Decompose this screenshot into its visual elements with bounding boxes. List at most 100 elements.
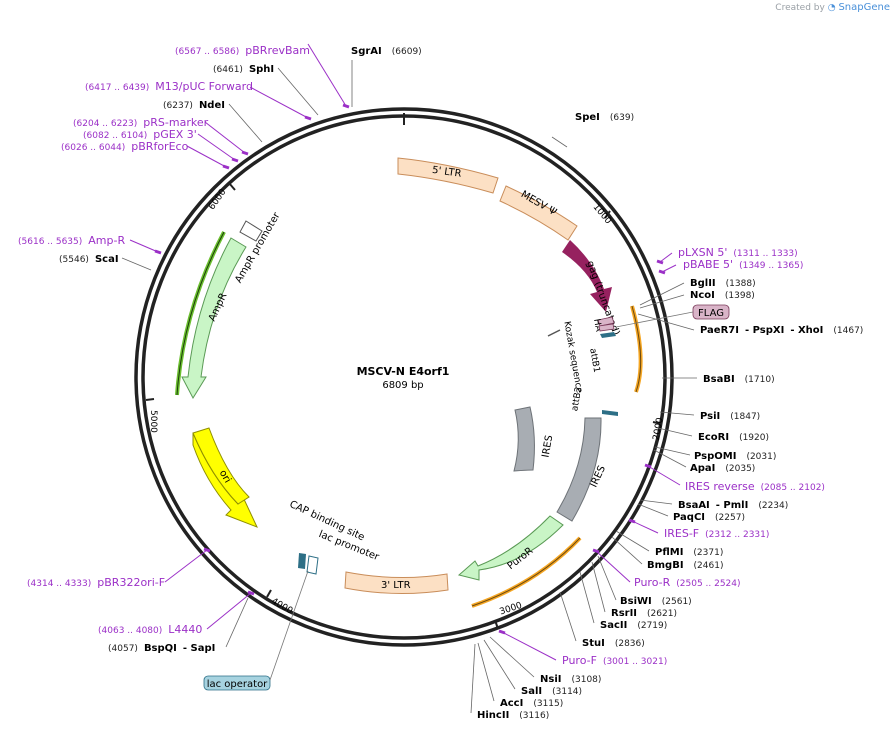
- enzyme-leader: [591, 561, 606, 613]
- feature-flag[interactable]: [598, 323, 615, 332]
- enzyme-leader: [470, 643, 476, 714]
- enzyme-leader: [654, 446, 691, 456]
- site-label[interactable]: IRES-F(2312 .. 2331): [664, 527, 769, 540]
- enzyme-name: BmgBI: [647, 560, 684, 571]
- lac-operator-box-label: lac operator: [207, 679, 268, 690]
- primer-leader: [249, 86, 309, 119]
- enzyme-leader: [615, 530, 650, 552]
- feature-ires-outer[interactable]: IRES: [556, 417, 608, 522]
- enzyme-name: SphI: [249, 64, 274, 75]
- primer-text: Puro-F: [562, 654, 597, 667]
- site-position: (2257): [715, 513, 745, 523]
- feature-attb2[interactable]: attB2: [570, 386, 618, 416]
- site-label[interactable]: (6567 .. 6586)pBRrevBam: [175, 44, 310, 57]
- site-label[interactable]: EcoRI(1920): [698, 432, 769, 443]
- primer-leader: [647, 465, 681, 486]
- feature-label: 5' LTR: [431, 165, 462, 180]
- enzyme-name: - XhoI: [790, 325, 823, 336]
- site-label[interactable]: BsiWI(2561): [620, 596, 692, 607]
- site-label[interactable]: (6461)SphI: [213, 64, 274, 75]
- site-label[interactable]: Puro-F(3001 .. 3021): [562, 654, 667, 667]
- enzyme-leader: [653, 449, 687, 468]
- primer-mark: [231, 157, 239, 163]
- site-label[interactable]: (6026 .. 6044) pBRforEco: [61, 140, 189, 153]
- site-position: (4057): [108, 644, 138, 654]
- site-label[interactable]: IRES reverse(2085 .. 2102): [685, 480, 825, 493]
- site-label[interactable]: (6237)NdeI: [163, 100, 225, 111]
- primer-leader: [164, 549, 208, 583]
- snapgene-watermark: Created by ◔ SnapGene: [775, 2, 890, 13]
- site-label[interactable]: Puro-R(2505 .. 2524): [634, 576, 741, 589]
- primer-leader: [206, 592, 252, 630]
- enzyme-leader: [121, 257, 152, 271]
- watermark-prefix: Created by: [775, 3, 825, 13]
- primer-text: (6026 .. 6044): [61, 143, 125, 153]
- site-label[interactable]: StuI(2836): [582, 638, 645, 649]
- tick-label: 2000: [652, 417, 666, 442]
- primer-text: (4063 .. 4080): [98, 626, 162, 636]
- primer-text: pGEX 3': [153, 128, 197, 141]
- primer-leader: [129, 239, 159, 253]
- feature-attb1[interactable]: attB1: [587, 332, 616, 373]
- site-position: (1920): [739, 433, 769, 443]
- enzyme-leader: [639, 282, 685, 306]
- site-label[interactable]: SgrAI(6609): [351, 46, 422, 57]
- site-label[interactable]: PspOMI(2031): [694, 451, 776, 462]
- site-label[interactable]: pBABE 5'(1349 .. 1365): [683, 258, 803, 271]
- feature-ires-inner[interactable]: IRES: [513, 406, 555, 472]
- site-label[interactable]: BsaAI- PmlI(2234): [678, 500, 788, 511]
- site-label[interactable]: PflMI(2371): [655, 547, 723, 558]
- site-label[interactable]: (4314 .. 4333)pBR322ori-F: [27, 576, 165, 589]
- site-label[interactable]: HincII(3116): [477, 710, 549, 721]
- feature-label: attB1: [587, 348, 601, 374]
- site-label[interactable]: pLXSN 5'(1311 .. 1333): [678, 246, 798, 259]
- site-label[interactable]: ApaI(2035): [690, 463, 755, 474]
- primer-mark: [304, 115, 312, 121]
- primer-text: pBRforEco: [131, 140, 188, 153]
- site-label[interactable]: (4063 .. 4080)L4440: [98, 623, 202, 636]
- enzyme-name: NsiI: [540, 674, 561, 685]
- lac-operator-box[interactable]: lac operator: [203, 675, 271, 691]
- primer-mark: [222, 164, 230, 170]
- site-label[interactable]: (5616 .. 5635)Amp-R: [18, 234, 125, 247]
- site-label[interactable]: (4057)BspQI- SapI: [108, 643, 215, 654]
- primer-text: pRS-marker: [143, 116, 208, 129]
- feature-puror[interactable]: PuroR: [457, 515, 564, 581]
- site-label[interactable]: RsrII(2621): [611, 608, 677, 619]
- site-label[interactable]: SpeI(639): [575, 112, 634, 123]
- site-label[interactable]: BglII(1388): [690, 278, 756, 289]
- site-position: (2561): [662, 597, 692, 607]
- primer-text: pBR322ori-F: [97, 576, 165, 589]
- site-label[interactable]: PaqCI(2257): [673, 512, 745, 523]
- primer-mark: [656, 259, 664, 265]
- site-label[interactable]: PsiI(1847): [700, 411, 760, 422]
- site-position: (3108): [571, 675, 601, 685]
- feature-lac-promoter[interactable]: lac promoter: [306, 529, 381, 575]
- feature-5-ltr[interactable]: 5' LTR: [397, 157, 499, 194]
- site-label[interactable]: (6204 .. 6223) pRS-marker: [73, 116, 209, 129]
- enzyme-name: - PmlI: [716, 500, 749, 511]
- enzyme-name: - PspXI: [745, 325, 784, 336]
- feature-3-ltr[interactable]: 3' LTR: [344, 571, 449, 595]
- site-label[interactable]: BsaBI(1710): [703, 374, 775, 385]
- site-label[interactable]: (6082 .. 6104)pGEX 3': [83, 128, 197, 141]
- site-label[interactable]: PaeR7I- PspXI- XhoI(1467): [700, 325, 863, 336]
- site-label[interactable]: BmgBI(2461): [647, 560, 723, 571]
- site-label[interactable]: NcoI(1398): [690, 290, 755, 301]
- site-label[interactable]: AccI(3115): [500, 698, 563, 709]
- primer-leader: [204, 121, 246, 154]
- site-label[interactable]: (5546)ScaI: [59, 254, 119, 265]
- feature-ori[interactable]: ori: [192, 427, 258, 528]
- site-label[interactable]: SacII(2719): [600, 620, 667, 631]
- primer-text: (6204 .. 6223): [73, 119, 137, 129]
- flag-box[interactable]: FLAG: [692, 304, 730, 320]
- feature-ha[interactable]: HA: [591, 316, 615, 333]
- site-label[interactable]: NsiI (3108): [540, 674, 601, 685]
- site-position: (3116): [519, 711, 549, 721]
- feature-mesv-psi[interactable]: MESV Ψ: [499, 185, 578, 241]
- site-label[interactable]: SalI(3114): [521, 686, 582, 697]
- site-label[interactable]: (6417 .. 6439)M13/pUC Forward: [85, 80, 253, 93]
- site-position: (3114): [552, 687, 582, 697]
- enzyme-name: BglII: [690, 278, 716, 289]
- enzyme-name: SacII: [600, 620, 627, 631]
